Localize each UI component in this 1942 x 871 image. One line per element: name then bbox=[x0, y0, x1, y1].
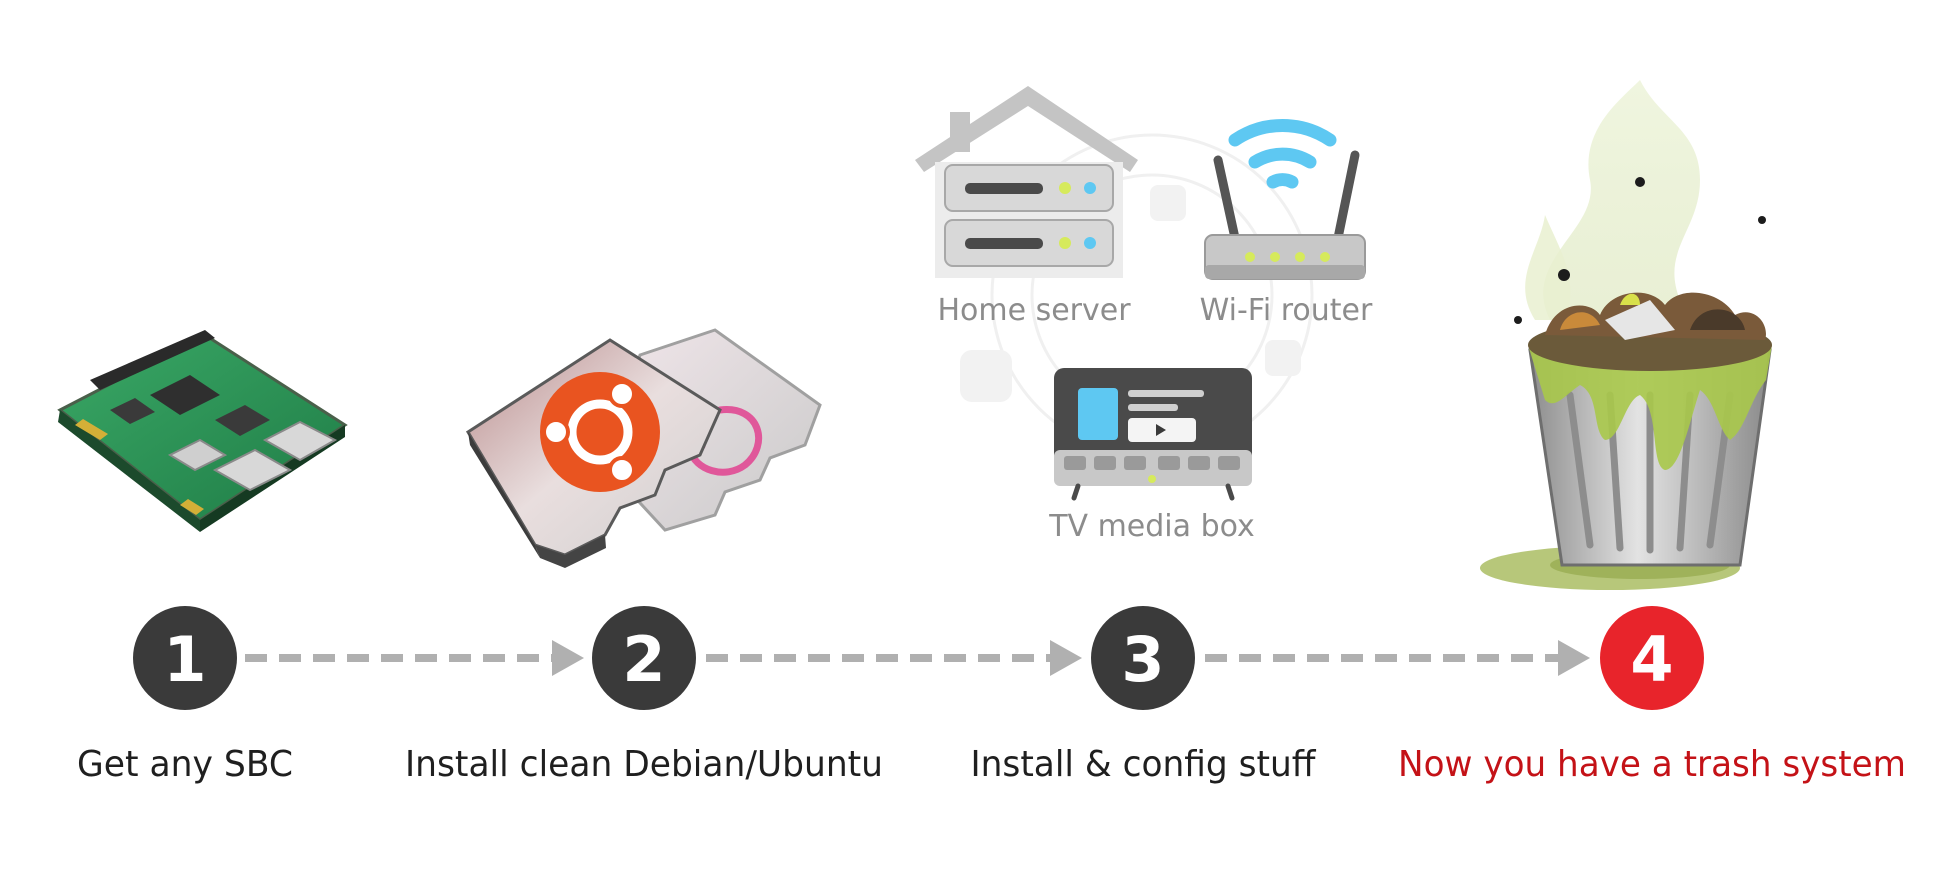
arrow-1-to-2 bbox=[245, 640, 584, 676]
step-2: 2 bbox=[592, 606, 696, 710]
step-3-number: 3 bbox=[1121, 623, 1164, 696]
step-4-number: 4 bbox=[1630, 623, 1673, 696]
step-3: 3 bbox=[1091, 606, 1195, 710]
step-2-number: 2 bbox=[622, 623, 665, 696]
tv-media-box-label: TV media box bbox=[1048, 509, 1255, 544]
home-server-icon bbox=[915, 86, 1138, 278]
flow-arrows bbox=[245, 640, 1590, 676]
step-4-label: Now you have a trash system bbox=[1398, 744, 1906, 785]
step-2-label: Install clean Debian/Ubuntu bbox=[405, 744, 883, 785]
services-group: Home server Wi-Fi router bbox=[915, 86, 1373, 544]
home-server-label: Home server bbox=[937, 293, 1131, 328]
wifi-router-icon bbox=[1204, 118, 1366, 280]
microsd-cards-icon bbox=[465, 328, 822, 568]
arrow-2-to-3 bbox=[706, 640, 1082, 676]
ubuntu-logo-icon bbox=[540, 372, 660, 492]
sbc-board-icon bbox=[57, 330, 348, 532]
flies bbox=[1514, 177, 1766, 324]
stink-smoke bbox=[1543, 80, 1700, 334]
step-3-circle bbox=[1091, 606, 1195, 710]
step-1-label: Get any SBC bbox=[77, 744, 293, 785]
orbit-nodes bbox=[960, 185, 1301, 402]
step-1: 1 bbox=[133, 606, 237, 710]
step-1-number: 1 bbox=[163, 623, 206, 696]
step-2-circle bbox=[592, 606, 696, 710]
step-4: 4 bbox=[1600, 606, 1704, 710]
step-4-circle bbox=[1600, 606, 1704, 710]
tv-media-box-icon bbox=[1054, 368, 1252, 501]
step-1-circle bbox=[133, 606, 237, 710]
step-3-label: Install & config stuff bbox=[971, 744, 1317, 785]
wifi-router-label: Wi-Fi router bbox=[1200, 293, 1373, 328]
arrow-3-to-4 bbox=[1205, 640, 1590, 676]
trash-can-icon bbox=[1480, 80, 1772, 590]
